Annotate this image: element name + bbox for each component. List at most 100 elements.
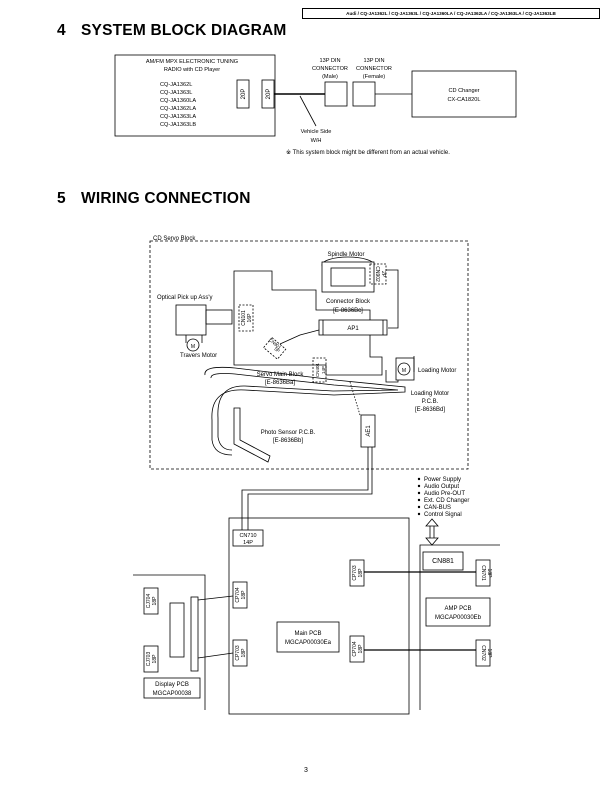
- cj703-label: CJ703: [146, 652, 152, 667]
- signal-1: Audio Output: [424, 484, 459, 490]
- cp704-b-label: CP704: [352, 641, 358, 657]
- cp704-a-pins: 18P: [241, 590, 247, 600]
- radio-unit-box: [114, 54, 276, 137]
- page-number: 3: [304, 767, 308, 774]
- cp703-a-box: [349, 559, 365, 587]
- model-header: Audi / CQ-JA1362L / CQ-JA1363L / CQ-JA13…: [302, 8, 600, 19]
- signal-2: Audio Pre-OUT: [424, 491, 465, 497]
- cn701-pins: 18P: [486, 569, 492, 579]
- travers-motor-label: Travers Motor: [180, 353, 217, 359]
- system-block-diagram: [114, 54, 517, 137]
- travers-motor-symbol: M: [191, 344, 195, 350]
- cn702-box: [475, 639, 491, 667]
- cn902-connector: [369, 263, 387, 285]
- harness-to-main: [241, 447, 369, 530]
- radio-model-4: CQ-JA1363LA: [160, 114, 196, 120]
- ae1-label: AE1: [366, 425, 372, 437]
- din-female-box: [352, 81, 376, 107]
- main-pcb-2: MGCAP00030Ea: [285, 640, 332, 646]
- conn-20p-b-label: 20P: [266, 89, 272, 100]
- cn101-label: CN101: [241, 310, 247, 326]
- cd-changer-box: [411, 70, 517, 118]
- cj703-pins: 18P: [152, 654, 158, 664]
- display-pcb-outline: [133, 574, 206, 710]
- cn901-connector: [263, 337, 287, 360]
- radio-model-5: CQ-JA1363LB: [160, 122, 196, 128]
- amp-pcb-outline: [419, 544, 500, 710]
- signal-0: Power Supply: [424, 477, 461, 483]
- din-female-1: 13P DIN: [363, 58, 384, 64]
- signal-4: CAN-BUS: [424, 505, 451, 511]
- cn702-label: CN702: [480, 645, 486, 661]
- cd-servo-block: [149, 240, 469, 470]
- cn701-label: CN701: [480, 565, 486, 581]
- loading-motor-icon: [397, 362, 411, 376]
- cn401-label: CN401: [315, 363, 320, 378]
- amp-pcb-2: MGCAP00030Eb: [435, 615, 482, 621]
- signal-3: Ext. CD Changer: [424, 498, 469, 504]
- cn902-pins: 2P: [380, 271, 386, 278]
- display-lcd: [169, 602, 185, 658]
- loading-motor-label: Loading Motor: [418, 368, 456, 374]
- radio-model-0: CQ-JA1362L: [160, 82, 192, 88]
- main-pcb-1: Main PCB: [294, 631, 321, 637]
- cp704-b-pins: 18P: [358, 644, 364, 654]
- cn881-box: [422, 551, 464, 571]
- cn401-pins: 14P: [321, 366, 326, 374]
- cn401-connector: [312, 357, 327, 383]
- servo-main-block: [233, 270, 383, 376]
- photo-sensor-pcb: [233, 407, 271, 463]
- signal-bullet-2: [417, 491, 421, 495]
- display-pcb-label-box: [143, 677, 201, 699]
- cj703-wire: [197, 652, 234, 659]
- section-4-number: 4: [57, 22, 66, 39]
- signal-bullet-3: [417, 498, 421, 502]
- changer-1: CD Changer: [448, 88, 479, 94]
- spindle-motor-inner: [330, 267, 366, 287]
- signal-bullet-1: [417, 484, 421, 488]
- connector-20p-left: [236, 79, 250, 109]
- cj704-label: CJ704: [146, 594, 152, 609]
- loading-pcb-1: Loading Motor: [411, 391, 449, 397]
- cj704-wire: [197, 595, 234, 601]
- servo-main-2: [E-8636Ba]: [265, 380, 295, 386]
- cj704-box: [143, 587, 159, 615]
- spindle-wire: [386, 269, 399, 329]
- ap1-wire: [279, 329, 320, 345]
- din-female-2: CONNECTOR: [356, 66, 392, 72]
- display-pcb-2: MGCAP00038: [153, 691, 192, 697]
- harness-to-main-2: [247, 447, 373, 530]
- cp703-a-pins: 18P: [358, 568, 364, 578]
- optical-pickup-label: Optical Pick up Ass'y: [157, 295, 213, 301]
- signal-list: Power Supply Audio Output Audio Pre-OUT …: [417, 477, 469, 518]
- radio-title-2: RADIO with CD Player: [164, 67, 220, 73]
- wiring-diagram: [133, 240, 500, 715]
- cp703-b-label: CP703: [235, 645, 241, 661]
- ribbon-loop-outer: [204, 366, 406, 456]
- loading-motor-symbol: M: [402, 368, 406, 374]
- loading-pcb-2: P.C.B.: [422, 399, 439, 405]
- conn-20p-a-label: 20P: [241, 89, 247, 100]
- cn710-label: CN710: [239, 533, 256, 539]
- radio-title-1: AM/FM MPX ELECTRONIC TUNING: [146, 59, 238, 65]
- cn902-label: CN902: [374, 266, 380, 282]
- din-male-2: CONNECTOR: [312, 66, 348, 72]
- connector-block-2: [E-8636Bc]: [333, 308, 363, 314]
- radio-model-1: CQ-JA1363L: [160, 90, 192, 96]
- cn710-pins: 14P: [243, 540, 253, 546]
- changer-2: CX-CA1820L: [448, 97, 481, 103]
- signal-bullet-5: [417, 512, 421, 516]
- section-5-title: WIRING CONNECTION: [81, 190, 251, 207]
- vehicle-side-1: Vehicle Side: [301, 129, 332, 135]
- signal-bullet-4: [417, 505, 421, 509]
- vehicle-side-leader: [299, 95, 317, 127]
- cn881-label: CN881: [432, 558, 454, 565]
- main-pcb-label-box: [276, 621, 340, 653]
- din-male-box: [324, 81, 348, 107]
- radio-model-2: CQ-JA1360LA: [160, 98, 196, 104]
- spindle-motor-body: [321, 261, 375, 293]
- connector-block-1: Connector Block: [326, 299, 371, 305]
